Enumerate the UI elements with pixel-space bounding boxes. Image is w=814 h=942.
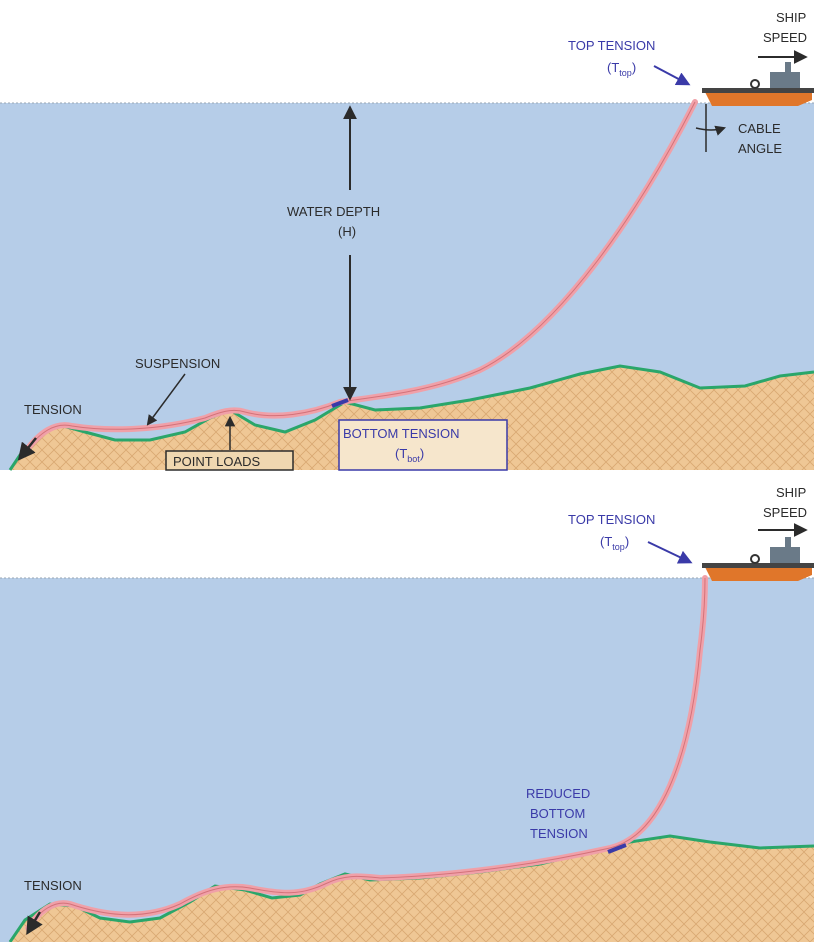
cable-angle-1: CABLE xyxy=(738,121,781,136)
top-tension-label-2: TOP TENSION xyxy=(568,512,655,527)
ship-deck xyxy=(702,88,814,93)
point-loads-label: POINT LOADS xyxy=(173,454,261,469)
ship-top xyxy=(702,62,814,106)
ship-mast-2 xyxy=(785,537,791,549)
reduced-label-1: REDUCED xyxy=(526,786,590,801)
bottom-tension-box xyxy=(338,419,508,471)
seabed-edge xyxy=(8,364,814,471)
ship-label-1b: SHIP xyxy=(776,485,806,500)
seabed xyxy=(10,366,814,470)
top-tension-arrow-2 xyxy=(647,541,693,564)
top-tension-symbol: (Ttop) xyxy=(607,60,636,78)
ship-hull-2 xyxy=(705,567,812,581)
ship-bottom xyxy=(702,537,814,581)
cable-drum xyxy=(750,79,760,89)
suspension-label: SUSPENSION xyxy=(135,356,220,371)
top-tension-arrow xyxy=(653,65,691,86)
ship-deck-2 xyxy=(702,563,814,568)
cable-angle-2: ANGLE xyxy=(738,141,782,156)
bottom-tension-marker xyxy=(331,398,349,408)
ship-bridge xyxy=(770,72,800,88)
reduced-tension-marker xyxy=(607,843,627,854)
ship-hull xyxy=(705,92,812,106)
suspension-arrow xyxy=(146,373,186,426)
ship-bridge-2 xyxy=(770,547,800,563)
tension-arrow-top xyxy=(17,437,37,461)
reduced-label-2: BOTTOM xyxy=(530,806,585,821)
water-depth-label: WATER DEPTH xyxy=(287,204,380,219)
water-depth-symbol: (H) xyxy=(338,224,356,239)
cable-angle-arrow xyxy=(695,125,726,136)
bottom-tension-label: BOTTOM TENSION xyxy=(343,426,460,441)
reduced-label-3: TENSION xyxy=(530,826,588,841)
ship-mast xyxy=(785,62,791,74)
bottom-panel: SHIP SPEED TOP TENSION (Ttop) REDUCED BO… xyxy=(0,485,814,942)
tension-label-bottom: TENSION xyxy=(24,878,82,893)
ship-label-2b: SPEED xyxy=(763,505,807,520)
top-tension-symbol-2: (Ttop) xyxy=(600,534,629,552)
cable-drum-2 xyxy=(750,554,760,564)
tension-label-top: TENSION xyxy=(24,402,82,417)
tension-arrow-bottom xyxy=(26,911,43,936)
ship-label-1: SHIP xyxy=(776,10,806,25)
top-panel: SHIP SPEED TOP TENSION (Ttop) CABLE ANGL… xyxy=(0,10,814,471)
top-tension-label: TOP TENSION xyxy=(568,38,655,53)
point-loads-box xyxy=(165,450,294,471)
ship-label-2: SPEED xyxy=(763,30,807,45)
seabed-2 xyxy=(10,836,814,942)
